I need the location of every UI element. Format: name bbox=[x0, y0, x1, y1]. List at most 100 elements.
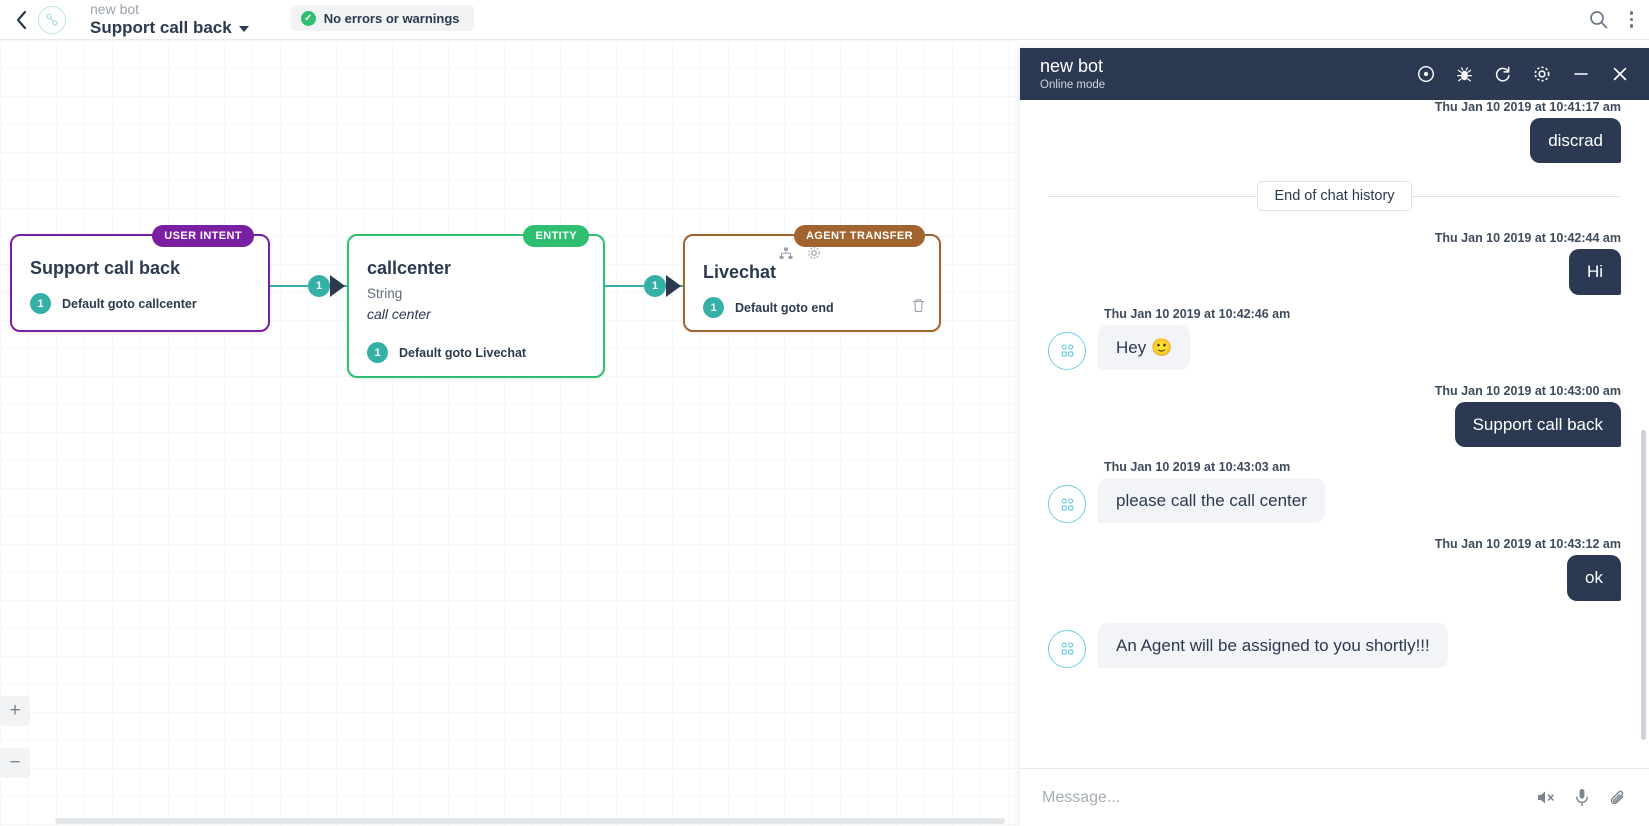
attachment-icon[interactable] bbox=[1609, 789, 1627, 807]
avatar-bot-icon bbox=[1048, 331, 1086, 370]
chat-message: An Agent will be assigned to you shortly… bbox=[1048, 622, 1621, 668]
node-body: callcenter String call center 1 Default … bbox=[349, 236, 603, 363]
divider-line-left bbox=[1048, 195, 1258, 197]
message-bubble-user: discrad bbox=[1530, 118, 1621, 164]
chat-title: new bot bbox=[1040, 56, 1104, 77]
node-title: callcenter bbox=[367, 258, 452, 278]
flow-node-support-call-back[interactable]: USER INTENT Support call back 1 Default … bbox=[10, 225, 270, 332]
message-row: Hey 🙂 bbox=[1048, 324, 1621, 370]
node-body: Livechat 1 Default goto end bbox=[685, 236, 939, 318]
message-timestamp: Thu Jan 10 2019 at 10:43:03 am bbox=[1104, 460, 1291, 474]
chat-input-bar bbox=[1020, 768, 1649, 826]
avatar-bot-icon bbox=[1048, 629, 1086, 668]
status-text: No errors or warnings bbox=[323, 10, 460, 26]
minimize-icon[interactable] bbox=[1572, 65, 1590, 83]
connector-arrow-1 bbox=[330, 275, 345, 297]
chat-history-divider: End of chat history bbox=[1048, 181, 1621, 212]
message-input[interactable] bbox=[1042, 788, 1536, 807]
node-title: Support call back bbox=[30, 258, 181, 278]
message-bubble-user: Support call back bbox=[1454, 401, 1621, 447]
chat-message: Thu Jan 10 2019 at 10:43:03 am please ca… bbox=[1048, 460, 1621, 524]
mute-icon[interactable] bbox=[1536, 789, 1555, 806]
node-value-label: call center bbox=[367, 306, 431, 322]
node-title: Livechat bbox=[703, 262, 777, 282]
bug-icon[interactable] bbox=[1456, 66, 1473, 83]
flow-canvas[interactable]: 1 1 USER INTENT Support call back 1 Defa… bbox=[0, 40, 1020, 826]
message-row: discrad bbox=[1048, 118, 1621, 164]
connector-badge-2[interactable]: 1 bbox=[644, 275, 666, 297]
flow-node-livechat[interactable]: AGENT TRANSFER bbox=[683, 225, 941, 332]
chat-message-list[interactable]: Thu Jan 10 2019 at 10:41:17 am discrad E… bbox=[1020, 100, 1649, 768]
chat-subtitle: Online mode bbox=[1040, 78, 1106, 91]
top-bar: new bot Support call back ✓ No errors or… bbox=[0, 0, 1649, 40]
message-timestamp: Thu Jan 10 2019 at 10:42:44 am bbox=[1434, 231, 1621, 246]
transition-label: Default goto callcenter bbox=[62, 296, 197, 311]
trash-icon[interactable] bbox=[912, 298, 925, 318]
chat-panel: new bot Online mode bbox=[1020, 48, 1649, 826]
node-transition-row[interactable]: 1 Default goto end bbox=[703, 297, 921, 318]
message-timestamp: Thu Jan 10 2019 at 10:42:46 am bbox=[1104, 306, 1291, 321]
close-icon[interactable] bbox=[1611, 65, 1629, 83]
avatar-bot-icon bbox=[1048, 485, 1086, 524]
gear-icon[interactable] bbox=[1533, 65, 1551, 83]
zoom-in-button[interactable]: + bbox=[0, 696, 30, 726]
message-timestamp: Thu Jan 10 2019 at 10:43:12 am bbox=[1434, 537, 1621, 552]
gear-icon[interactable] bbox=[807, 246, 821, 265]
top-bar-actions bbox=[1589, 10, 1649, 29]
chat-input-actions bbox=[1536, 788, 1627, 807]
kebab-menu-icon[interactable] bbox=[1629, 11, 1633, 28]
message-timestamp: Thu Jan 10 2019 at 10:43:00 am bbox=[1434, 383, 1621, 398]
transition-index: 1 bbox=[703, 297, 724, 318]
connector-badge-1[interactable]: 1 bbox=[308, 275, 330, 297]
back-button[interactable] bbox=[6, 10, 36, 30]
node-type-label: String bbox=[367, 286, 403, 301]
chat-scrollbar[interactable] bbox=[1641, 430, 1646, 740]
chat-message: Thu Jan 10 2019 at 10:43:12 am ok bbox=[1048, 537, 1621, 601]
check-circle-icon: ✓ bbox=[300, 10, 316, 26]
message-bubble-bot: An Agent will be assigned to you shortly… bbox=[1098, 622, 1448, 668]
transition-label: Default goto Livechat bbox=[399, 345, 527, 360]
chevron-down-icon bbox=[238, 26, 249, 33]
message-bubble-user: ok bbox=[1567, 555, 1621, 601]
refresh-icon[interactable] bbox=[1494, 65, 1512, 83]
message-bubble-bot: please call the call center bbox=[1098, 478, 1325, 524]
message-bubble-user: Hi bbox=[1568, 249, 1621, 295]
transition-index: 1 bbox=[30, 293, 51, 314]
canvas-horizontal-scrollbar[interactable] bbox=[55, 818, 1005, 824]
message-bubble-bot: Hey 🙂 bbox=[1098, 324, 1191, 370]
transition-index: 1 bbox=[367, 342, 388, 363]
node-badge-user-intent: USER INTENT bbox=[152, 225, 254, 247]
node-transition-row[interactable]: 1 Default goto Livechat bbox=[367, 342, 585, 363]
flow-node-callcenter[interactable]: ENTITY callcenter String call center 1 D… bbox=[347, 225, 605, 378]
flow-name-dropdown[interactable]: Support call back bbox=[90, 19, 249, 37]
message-row: Support call back bbox=[1048, 401, 1621, 447]
chat-message: Thu Jan 10 2019 at 10:42:46 am Hey 🙂 bbox=[1048, 307, 1621, 370]
chat-message: Thu Jan 10 2019 at 10:43:00 am Support c… bbox=[1048, 384, 1621, 447]
message-row: please call the call center bbox=[1048, 478, 1621, 524]
transition-label: Default goto end bbox=[735, 300, 834, 315]
message-row: Hi bbox=[1048, 249, 1621, 295]
record-icon[interactable] bbox=[1417, 65, 1435, 83]
chat-header-actions bbox=[1417, 65, 1629, 83]
bot-logo-icon bbox=[38, 5, 66, 34]
microphone-icon[interactable] bbox=[1575, 788, 1589, 807]
chat-message: Thu Jan 10 2019 at 10:41:17 am discrad bbox=[1048, 100, 1621, 164]
bot-name: new bot bbox=[90, 0, 140, 17]
node-badge-entity: ENTITY bbox=[523, 225, 589, 247]
connector-arrow-2 bbox=[666, 275, 681, 297]
search-icon[interactable] bbox=[1589, 10, 1608, 29]
breadcrumb: new bot Support call back bbox=[90, 2, 249, 38]
node-toolbar bbox=[779, 246, 821, 265]
node-badge-agent-transfer: AGENT TRANSFER bbox=[793, 225, 925, 247]
status-badge: ✓ No errors or warnings bbox=[290, 5, 474, 31]
zoom-out-button[interactable]: − bbox=[0, 748, 30, 778]
message-timestamp: Thu Jan 10 2019 at 10:41:17 am bbox=[1434, 100, 1621, 114]
message-row: ok bbox=[1048, 555, 1621, 601]
divider-label: End of chat history bbox=[1257, 181, 1412, 212]
chevron-left-icon bbox=[16, 10, 26, 29]
chat-header-titles: new bot Online mode bbox=[1040, 57, 1105, 91]
node-transition-row[interactable]: 1 Default goto callcenter bbox=[30, 293, 250, 314]
flow-name-label: Support call back bbox=[90, 18, 232, 38]
sitemap-icon[interactable] bbox=[779, 247, 793, 265]
